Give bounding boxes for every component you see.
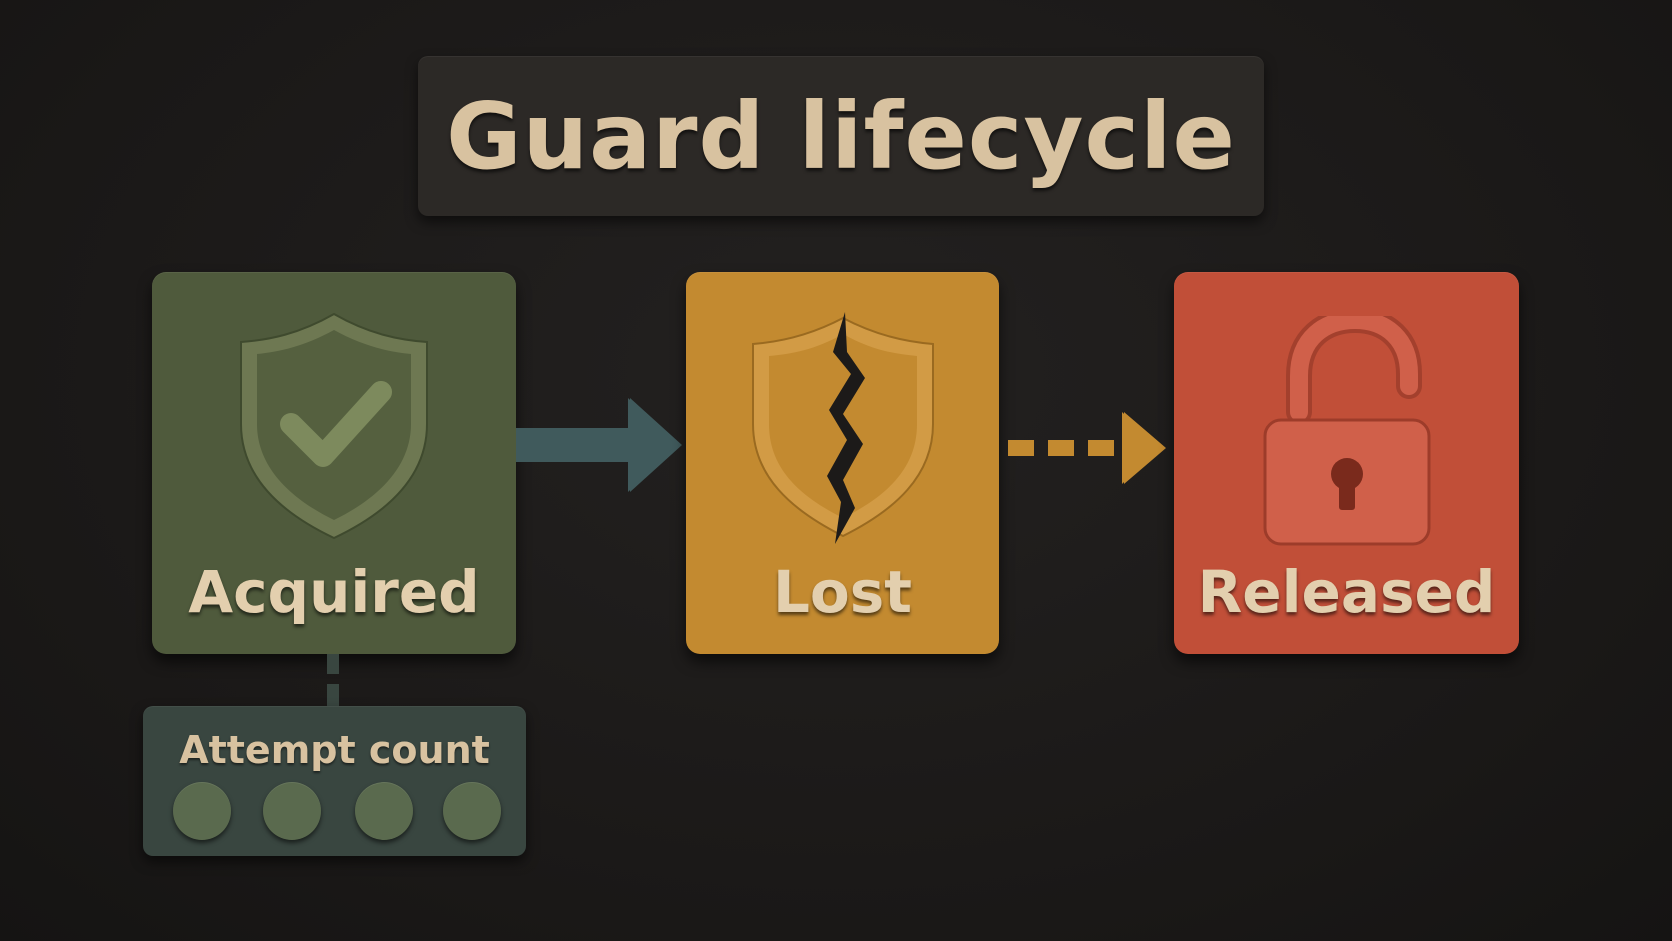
- state-card-released: Released: [1174, 272, 1519, 654]
- dashed-arrow-lost-to-released: [1008, 412, 1166, 484]
- state-label-lost: Lost: [772, 558, 913, 626]
- unlocked-padlock-icon: [1263, 316, 1430, 546]
- state-card-acquired: Acquired: [152, 272, 516, 654]
- shield-check-icon: [240, 312, 428, 540]
- attempt-dot: [443, 782, 501, 840]
- attempt-dot: [173, 782, 231, 840]
- attempt-count-dots: [143, 782, 526, 846]
- diagram-title-box: Guard lifecycle: [418, 56, 1264, 216]
- state-label-released: Released: [1197, 558, 1496, 626]
- attempt-dot: [355, 782, 413, 840]
- cracked-shield-icon: [751, 312, 934, 544]
- state-card-lost: Lost: [686, 272, 999, 654]
- diagram-title: Guard lifecycle: [446, 82, 1236, 190]
- attempt-count-box: Attempt count: [143, 706, 526, 856]
- attempt-dot: [263, 782, 321, 840]
- solid-arrow-acquired-to-lost: [516, 398, 682, 492]
- attempt-count-connector: [327, 654, 339, 708]
- attempt-count-label: Attempt count: [179, 728, 490, 772]
- state-label-acquired: Acquired: [188, 558, 480, 626]
